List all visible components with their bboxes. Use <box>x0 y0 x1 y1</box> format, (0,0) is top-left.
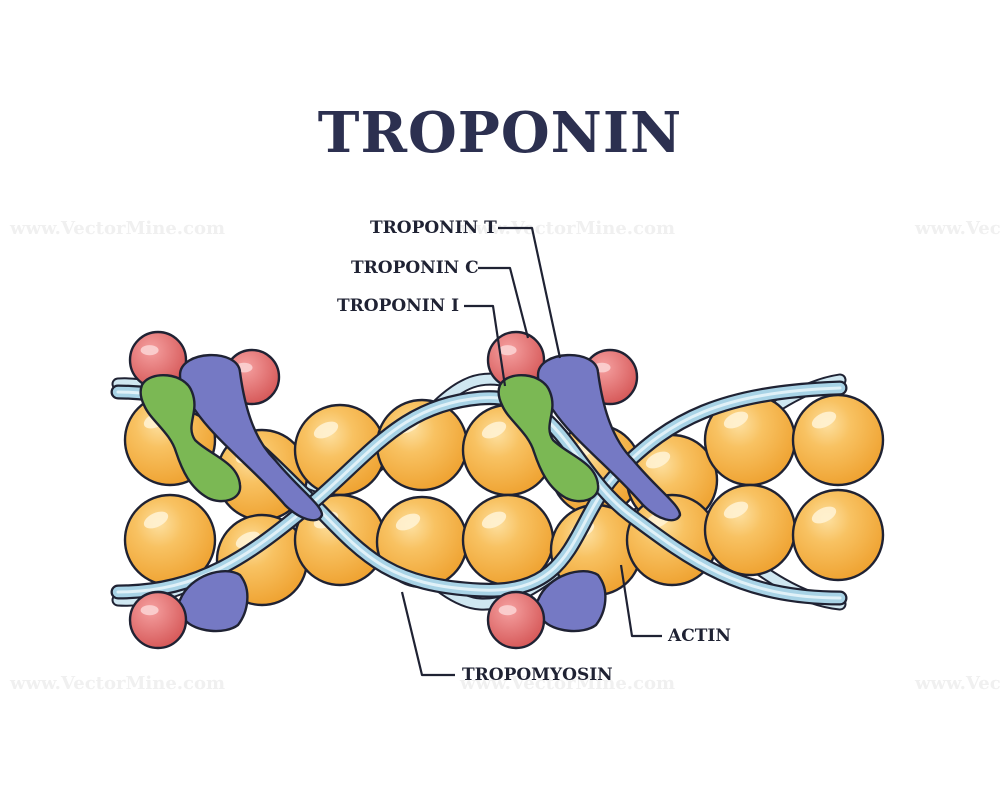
troponin-c-highlight <box>498 605 517 616</box>
troponin-c-subunit <box>128 590 188 650</box>
label-actin: ACTIN <box>668 626 731 646</box>
troponin-c-highlight <box>140 345 159 356</box>
actin-highlight <box>481 421 507 439</box>
actin-bead <box>791 393 885 487</box>
troponin-c-bead <box>486 590 546 650</box>
actin-highlight <box>723 411 749 429</box>
label-troponin-i: TROPONIN I <box>337 296 460 316</box>
actin-highlight <box>481 511 507 529</box>
actin-subunit <box>703 483 797 577</box>
leader-actin <box>619 564 662 638</box>
leader-tropomyosin <box>400 591 455 677</box>
label-troponin-t: TROPONIN T <box>370 218 497 238</box>
label-troponin-c: TROPONIN C <box>351 258 479 278</box>
actin-highlight <box>811 411 837 429</box>
troponin-i-subunit <box>497 373 600 503</box>
troponin-complexes <box>128 330 682 650</box>
actin-bead <box>703 483 797 577</box>
troponin-c-highlight <box>140 605 159 616</box>
watermark: www.VectorMine.com <box>915 218 1000 239</box>
actin-highlight <box>143 511 169 529</box>
watermark: www.VectorMine.com <box>10 673 226 694</box>
leader-troponin-c <box>478 266 530 339</box>
troponin-t-subunit <box>178 353 324 522</box>
watermark: www.VectorMine.com <box>915 673 1000 694</box>
actin-highlight <box>313 421 339 439</box>
actin-highlight <box>723 501 749 519</box>
troponin-c-subunit <box>486 590 546 650</box>
actin-bead <box>791 488 885 582</box>
actin-highlight <box>811 506 837 524</box>
troponin-t-subunit <box>536 353 682 522</box>
leader-troponin-t <box>498 226 562 359</box>
actin-subunit <box>791 393 885 487</box>
troponin-c-bead <box>128 590 188 650</box>
watermark: www.VectorMine.com <box>10 218 226 239</box>
actin-highlight <box>395 513 421 531</box>
label-tropomyosin: TROPOMYOSIN <box>462 665 613 685</box>
troponin-c-subunit <box>128 330 188 390</box>
actin-subunit <box>791 488 885 582</box>
diagram-title: TROPONIN <box>317 100 683 166</box>
leader-troponin-i <box>464 304 507 387</box>
watermark: www.VectorMine.com <box>460 218 676 239</box>
label-leaders <box>400 226 662 677</box>
troponin-i-subunit <box>139 373 242 503</box>
troponin-c-highlight <box>498 345 517 356</box>
actin-highlight <box>645 451 671 469</box>
watermark: www.VectorMine.com <box>460 673 676 694</box>
tropomyosin-sheen <box>116 396 842 600</box>
